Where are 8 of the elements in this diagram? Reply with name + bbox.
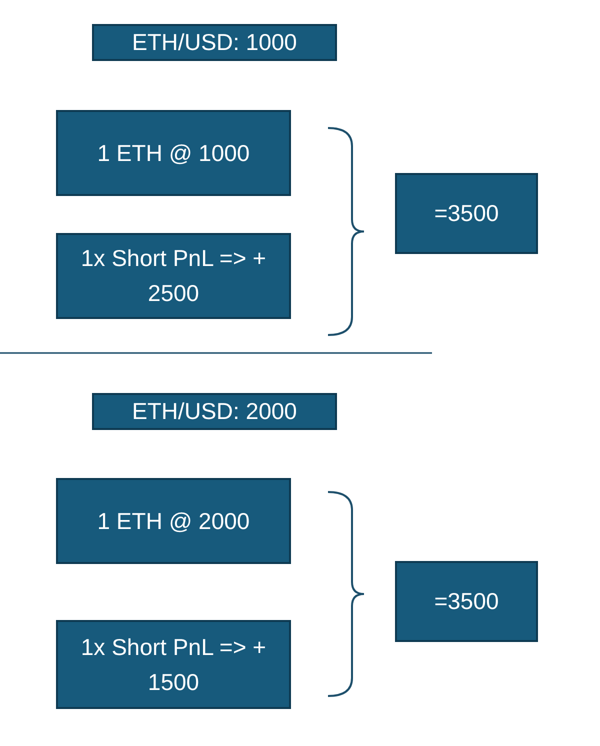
text-box: 1 ETH @ 2000 [56, 478, 291, 564]
text-box: ETH/USD: 1000 [92, 24, 337, 61]
text-box: 1 ETH @ 1000 [56, 110, 291, 196]
text-box: ETH/USD: 2000 [92, 393, 337, 430]
text-box: 1x Short PnL => + 2500 [56, 233, 291, 319]
text-box: =3500 [395, 173, 538, 254]
text-box: 1x Short PnL => + 1500 [56, 620, 291, 709]
text-box: =3500 [395, 561, 538, 642]
